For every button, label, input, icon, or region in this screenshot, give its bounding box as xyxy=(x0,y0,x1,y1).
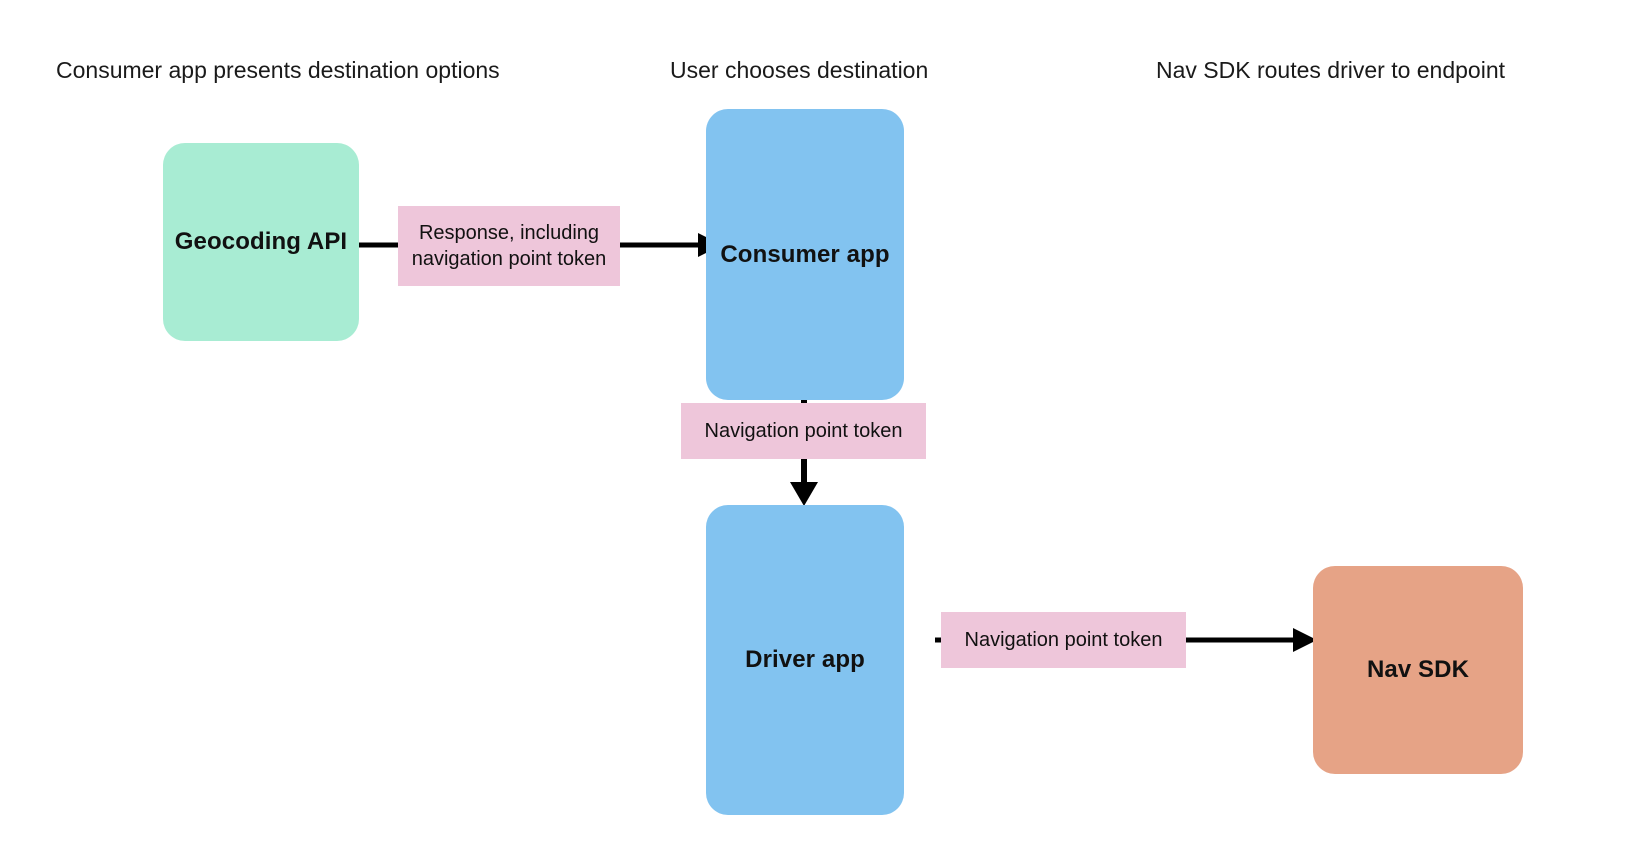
edge-label-navigation-point-token-horizontal-text: Navigation point token xyxy=(964,629,1163,651)
column-header-nav-sdk-routes: Nav SDK routes driver to endpoint xyxy=(1156,57,1506,83)
edge-label-navigation-point-token-vertical: Navigation point token xyxy=(681,403,926,459)
edge-label-navigation-point-token-horizontal: Navigation point token xyxy=(941,612,1186,668)
column-header-user-chooses: User chooses destination xyxy=(670,57,929,83)
column-header-consumer-app-presents: Consumer app presents destination option… xyxy=(56,57,500,83)
node-consumer-app[interactable]: Consumer app xyxy=(706,109,904,400)
edge-label-response-including-navigation-point-token: Response, including navigation point tok… xyxy=(398,206,620,286)
node-driver-app-label: Driver app xyxy=(745,646,865,673)
node-nav-sdk-label: Nav SDK xyxy=(1366,656,1470,683)
node-geocoding-api-label: Geocoding API xyxy=(174,228,348,255)
edge-label-response-text: Response, including navigation point tok… xyxy=(411,222,607,270)
node-consumer-app-label: Consumer app xyxy=(720,240,890,268)
node-driver-app[interactable]: Driver app xyxy=(706,505,904,815)
node-geocoding-api[interactable]: Geocoding API xyxy=(163,143,359,341)
node-nav-sdk[interactable]: Nav SDK xyxy=(1313,566,1523,774)
edge-label-navigation-point-token-vertical-text: Navigation point token xyxy=(704,420,903,442)
